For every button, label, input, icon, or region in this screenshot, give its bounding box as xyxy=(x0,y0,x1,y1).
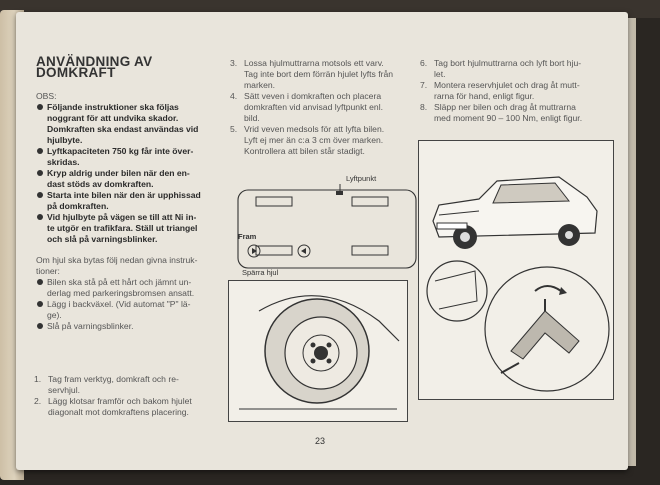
obs-line: dast stöds av domkraften. xyxy=(47,179,154,189)
underbody-outline xyxy=(237,184,417,269)
steps-right: 6. Tag bort hjulmuttrarna och lyft bort h… xyxy=(420,58,616,124)
wheel-drawing xyxy=(239,295,400,410)
step-line: Kontrollera att bilen står stadigt. xyxy=(244,146,365,156)
obs-line: skridas. xyxy=(47,157,80,167)
step-line: rarna för hand, enligt figur. xyxy=(434,91,535,101)
step-line: Tag inte bort dem förrän hjulet lyfts fr… xyxy=(244,69,394,79)
intro-line: Lägg i backväxel. (Vid automat "P" lä- xyxy=(47,299,191,309)
step-item: 5. Vrid veven medsols för att lyfta bilen… xyxy=(230,124,420,157)
step-line: Släpp ner bilen och drag åt muttrarna xyxy=(434,102,576,112)
car-jack-drawing xyxy=(426,176,610,392)
obs-line: Domkraften ska endast användas vid xyxy=(47,124,199,134)
step-number: 3. xyxy=(230,58,238,68)
steps-left: 1. Tag fram verktyg, domkraft och re-serv… xyxy=(34,374,226,418)
intro-item: Lägg i backväxel. (Vid automat "P" lä-ge… xyxy=(36,299,224,321)
step-item: 6. Tag bort hjulmuttrarna och lyft bort h… xyxy=(420,58,616,80)
intro-line: tioner: xyxy=(36,266,60,276)
step-number: 1. xyxy=(34,374,42,384)
label-fram: Fram xyxy=(238,232,257,241)
step-number: 2. xyxy=(34,396,42,406)
bullet-icon xyxy=(37,301,43,307)
obs-line: te utgör en trafikfara. Ställ ut triange… xyxy=(47,223,198,233)
step-number: 8. xyxy=(420,102,428,112)
obs-line: Kryp aldrig under bilen när den en- xyxy=(47,168,190,178)
page-number: 23 xyxy=(315,436,326,446)
step-item: 1. Tag fram verktyg, domkraft och re-serv… xyxy=(34,374,226,396)
step-item: 3. Lossa hjulmuttrarna motsols ett varv.T… xyxy=(230,58,420,91)
obs-line: och slå på varningsblinker. xyxy=(47,234,158,244)
step-number: 6. xyxy=(420,58,428,68)
label-lyftpunkt: Lyftpunkt xyxy=(346,174,377,183)
step-line: Vrid veven medsols för att lyfta bilen. xyxy=(244,124,385,134)
intro-item: Bilen ska stå på ett hårt och jämnt un-d… xyxy=(36,277,224,299)
page-title: ANVÄNDNING AV DOMKRAFT xyxy=(36,54,153,80)
obs-line: Följande instruktioner ska följas xyxy=(47,102,179,112)
obs-line: hjulbyte. xyxy=(47,135,83,145)
step-number: 4. xyxy=(230,91,238,101)
step-line: marken. xyxy=(244,80,276,90)
step-line: Lägg klotsar framför och bakom hjulet xyxy=(48,396,192,406)
obs-line: på domkraften. xyxy=(47,201,109,211)
obs-heading: OBS: xyxy=(36,91,57,101)
left-column: ANVÄNDNING AV DOMKRAFT OBS: Följande ins… xyxy=(36,54,224,332)
step-line: Lossa hjulmuttrarna motsols ett varv. xyxy=(244,58,384,68)
steps-mid: 3. Lossa hjulmuttrarna motsols ett varv.T… xyxy=(230,58,420,157)
bullet-icon xyxy=(37,148,43,154)
bullet-icon xyxy=(37,214,43,220)
step-line: med moment 90 – 100 Nm, enligt figur. xyxy=(434,113,583,123)
intro-line: Slå på varningsblinker. xyxy=(47,321,134,331)
obs-line: Lyftkapaciteten 750 kg får inte över- xyxy=(47,146,194,156)
step-line: Montera reservhjulet och drag åt mutt- xyxy=(434,80,580,90)
bullet-icon xyxy=(37,279,43,285)
intro-line: Om hjul ska bytas följ nedan givna instr… xyxy=(36,255,198,265)
step-line: Lyft ej mer än c:a 3 cm över marken. xyxy=(244,135,384,145)
intro-text: Om hjul ska bytas följ nedan givna instr… xyxy=(36,255,224,277)
step-number: 7. xyxy=(420,80,428,90)
obs-line: noggrant för att undvika skador. xyxy=(47,113,179,123)
step-line: diagonalt mot domkraftens placering. xyxy=(48,407,189,417)
step-line: bild. xyxy=(244,113,260,123)
intro-line: ge). xyxy=(47,310,62,320)
step-line: let. xyxy=(434,69,446,79)
step-line: Tag fram verktyg, domkraft och re- xyxy=(48,374,179,384)
bullet-icon xyxy=(37,170,43,176)
obs-line: Starta inte bilen när den är upphissad xyxy=(47,190,201,200)
bullet-icon xyxy=(37,192,43,198)
intro-item: Slå på varningsblinker. xyxy=(36,321,224,332)
obs-item: Kryp aldrig under bilen när den en-dast … xyxy=(36,168,224,190)
step-line: servhjul. xyxy=(48,385,80,395)
obs-item: Lyftkapaciteten 750 kg får inte över-skr… xyxy=(36,146,224,168)
intro-list: Bilen ska stå på ett hårt och jämnt un-d… xyxy=(36,277,224,332)
obs-line: Vid hjulbyte på vägen se till att Ni in- xyxy=(47,212,197,222)
manual-page: ANVÄNDNING AV DOMKRAFT OBS: Följande ins… xyxy=(16,12,628,470)
step-line: domkraften vid anvisad lyftpunkt enl. xyxy=(244,102,384,112)
label-sparra-hjul: Spärra hjul xyxy=(242,268,279,277)
step-line: Tag bort hjulmuttrarna och lyft bort hju… xyxy=(434,58,582,68)
car-jack-figure xyxy=(418,140,614,400)
wheel-figure xyxy=(228,280,408,422)
intro-line: Bilen ska stå på ett hårt och jämnt un- xyxy=(47,277,192,287)
bullet-icon xyxy=(37,323,43,329)
lift-point-diagram: Lyftpunkt Fram xyxy=(232,172,422,282)
obs-item: Vid hjulbyte på vägen se till att Ni in-… xyxy=(36,212,224,245)
step-number: 5. xyxy=(230,124,238,134)
intro-line: derlag med parkeringsbromsen ansatt. xyxy=(47,288,195,298)
bullet-icon xyxy=(37,104,43,110)
step-item: 7. Montera reservhjulet och drag åt mutt-… xyxy=(420,80,616,102)
step-line: Sätt veven i domkraften och placera xyxy=(244,91,382,101)
